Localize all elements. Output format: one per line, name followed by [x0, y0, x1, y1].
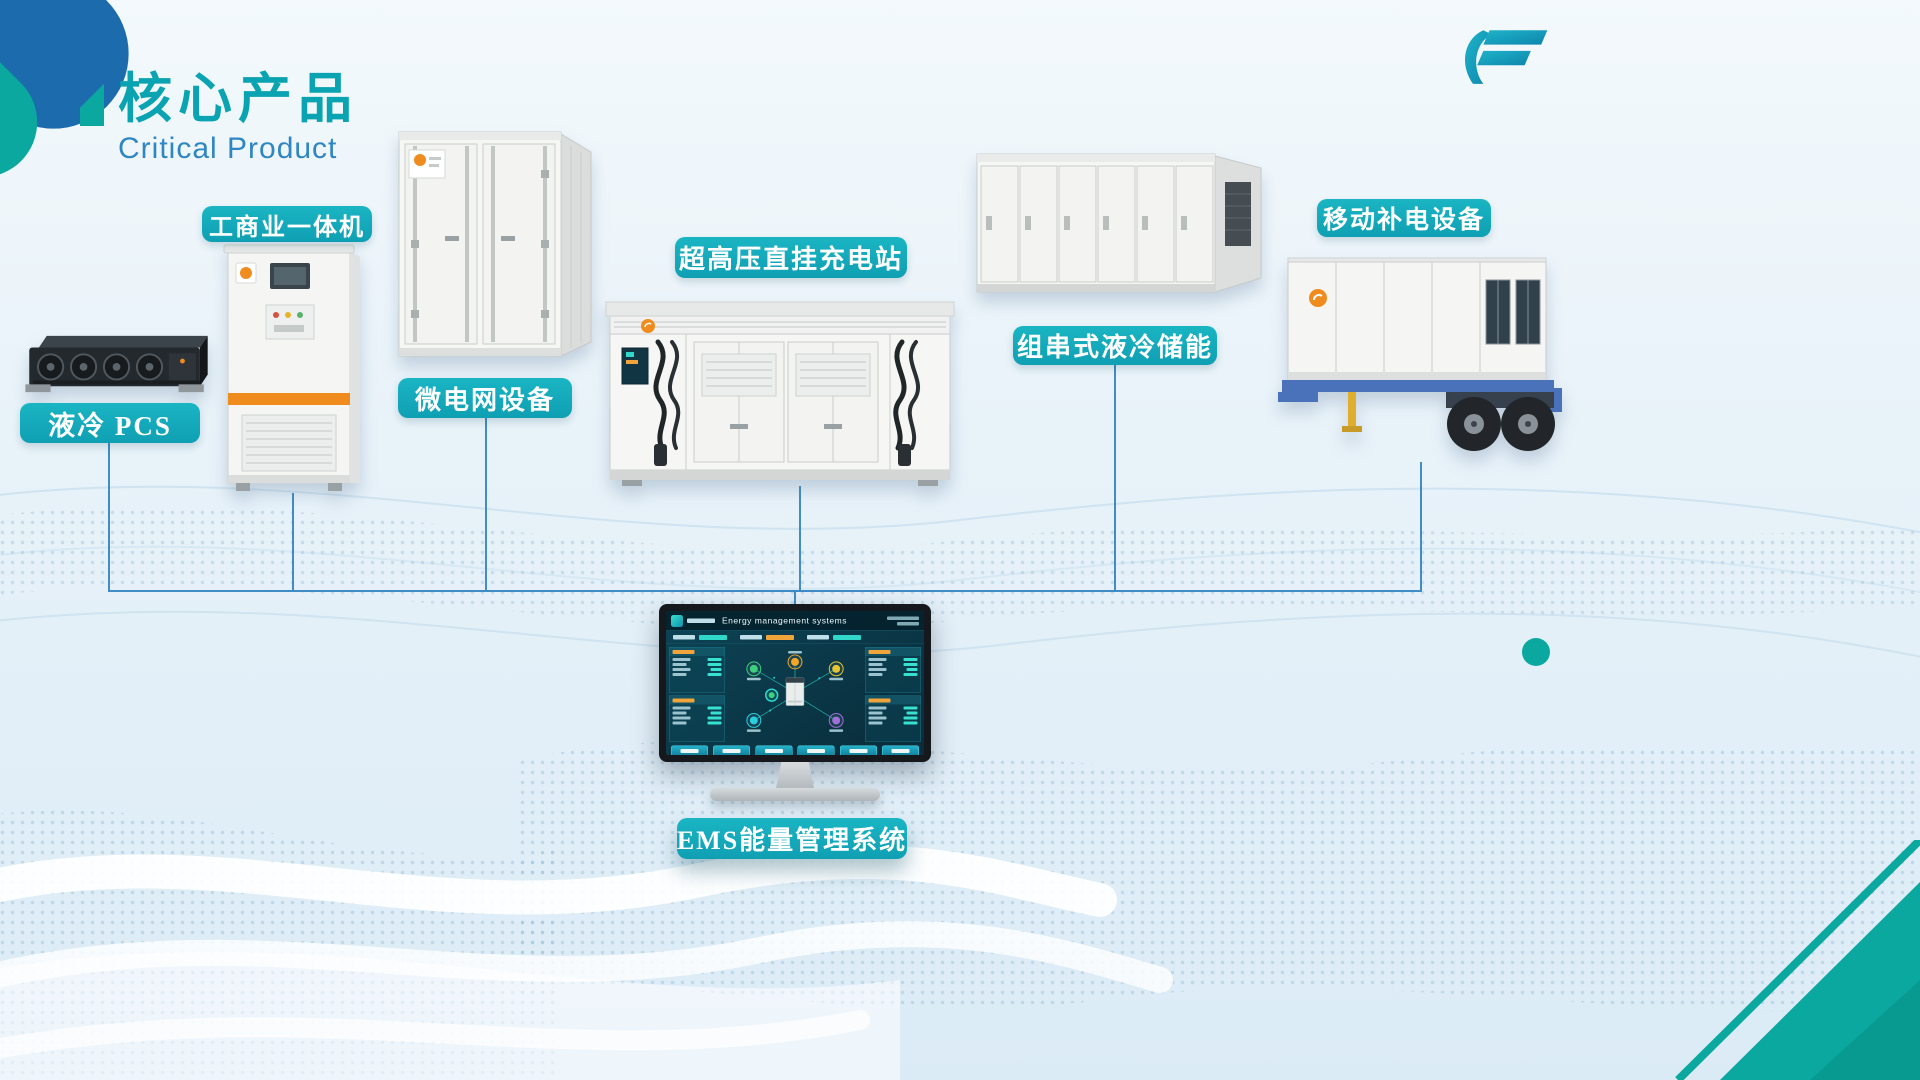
ems-mode-item [673, 634, 727, 640]
trailer-wheels [1447, 397, 1555, 451]
ems-cabinet-graphic [785, 677, 805, 706]
cabinet-louver-vent [241, 414, 337, 472]
ems-left-column [669, 647, 725, 742]
product-image-microgrid [393, 124, 598, 364]
ems-header: Energy management systems [666, 611, 924, 631]
ems-panel [669, 647, 725, 693]
ems-header-info [887, 616, 919, 626]
monitor-stand-neck [776, 762, 814, 788]
charging-doors [693, 341, 879, 463]
product-image-mobile-power [1278, 248, 1568, 463]
brand-logo-icon [1465, 30, 1548, 84]
ems-gauge-icon [764, 688, 779, 702]
landing-leg [1348, 392, 1356, 428]
label-string-storage: 组串式液冷储能 [1013, 326, 1217, 365]
ems-mode-row [666, 631, 924, 644]
ems-button [839, 745, 877, 755]
topology-nodes [746, 650, 844, 732]
ems-button [671, 745, 708, 755]
ems-logo-text-placeholder [687, 618, 715, 623]
corner-decoration-bottom-right [1675, 840, 1920, 1080]
label-microgrid: 微电网设备 [398, 378, 572, 418]
ems-button-row [666, 744, 924, 755]
charging-cables-right [893, 339, 921, 466]
ems-button [881, 745, 919, 755]
product-image-liquid-pcs [25, 332, 210, 396]
label-mobile-power: 移动补电设备 [1317, 199, 1491, 237]
ems-button [797, 745, 835, 755]
page-title: 核心产品 [118, 69, 358, 129]
page-subtitle: Critical Product [118, 132, 338, 165]
connector-liquid-pcs [108, 443, 110, 590]
connector-mobile-power [1420, 462, 1422, 590]
ems-title: Energy management systems [722, 615, 847, 626]
product-image-all-in-one [222, 243, 367, 493]
connector-ems-drop [794, 590, 796, 606]
ems-right-column [865, 647, 921, 742]
ems-topology-diagram [746, 650, 844, 732]
ems-screen: Energy management systems [666, 611, 924, 755]
ems-mode-item [740, 634, 794, 640]
storage-door-panels [980, 165, 1214, 283]
ems-panel [865, 647, 921, 693]
ems-mode-item [807, 634, 861, 640]
ems-monitor: Energy management systems [659, 604, 931, 801]
charging-cables-left [653, 339, 681, 466]
label-all-in-one: 工商业一体机 [202, 206, 372, 242]
connector-all-in-one [292, 493, 294, 590]
ems-logo-icon [671, 614, 683, 627]
ems-panel [865, 695, 921, 742]
title-accent-bar [80, 72, 104, 126]
label-charging-station: 超高压直挂充电站 [675, 237, 907, 278]
monitor-bezel: Energy management systems [659, 604, 931, 762]
connector-charging-station [799, 486, 801, 590]
ems-body [666, 644, 924, 744]
ems-button [713, 745, 751, 755]
teal-dot-decoration [1522, 638, 1550, 666]
white-wave-strokes [0, 845, 1173, 1080]
label-ems: EMS能量管理系统 [677, 818, 907, 859]
ems-panel [669, 695, 725, 742]
connector-string-storage [1114, 365, 1116, 590]
connector-bus-horizontal [108, 590, 1422, 592]
ems-button [755, 745, 793, 755]
monitor-stand-base [710, 788, 880, 801]
product-image-string-storage [973, 146, 1268, 304]
title-block: 核心产品 Critical Product [80, 72, 358, 166]
connector-microgrid [485, 418, 487, 590]
product-image-charging-station [602, 296, 962, 486]
pcs-fans [37, 353, 164, 381]
label-liquid-pcs: 液冷 PCS [20, 403, 200, 443]
